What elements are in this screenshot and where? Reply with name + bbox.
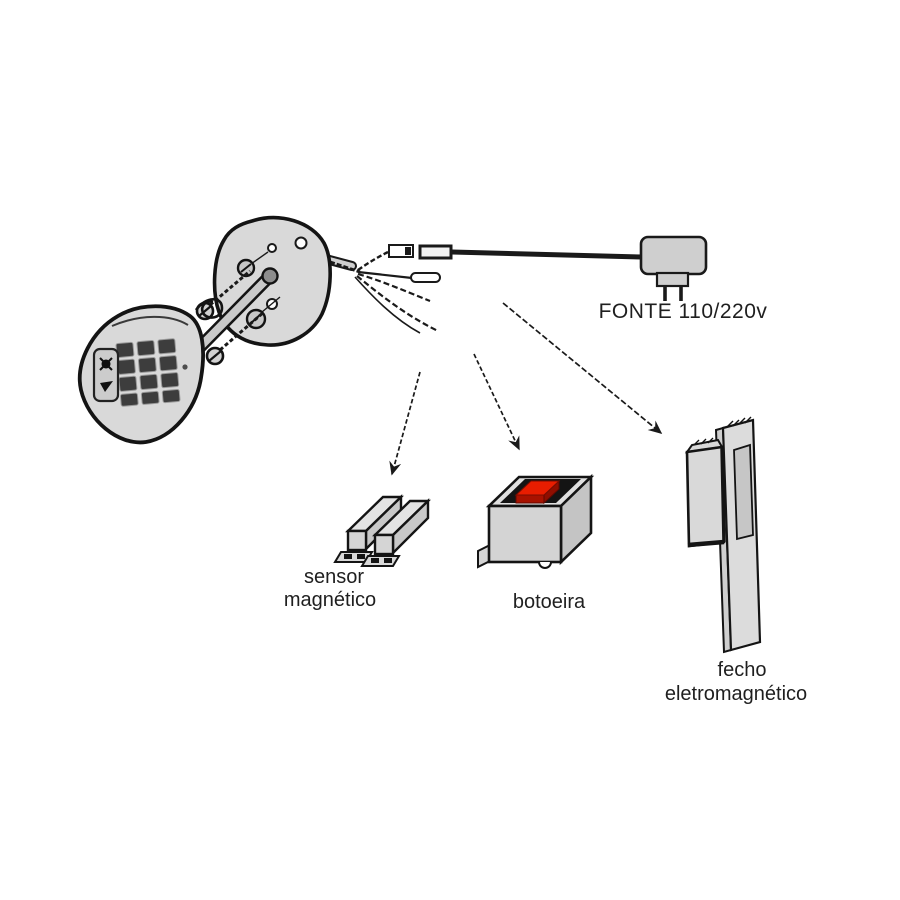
- sensor-base-foot: [344, 554, 352, 559]
- swivel-arm: [194, 267, 279, 353]
- sensor-base-plate: [360, 555, 401, 567]
- arm-fill: [197, 275, 271, 350]
- wire-lug: [357, 270, 413, 280]
- lock-label-line2: eletromagnético: [665, 683, 807, 705]
- screw-shaft-2: [219, 310, 265, 352]
- arm-nut: [261, 267, 279, 285]
- screw-axis-line-1: [250, 251, 269, 265]
- adapter-neck: [655, 271, 690, 288]
- key: [158, 355, 178, 372]
- key-symbol-icon: [99, 357, 113, 371]
- arrow-to-lock: [502, 302, 663, 434]
- arrow-to-sensor: [389, 371, 421, 476]
- red-button-top: [514, 480, 561, 496]
- hinge-curl: [194, 297, 224, 319]
- magnetic-sensor: sensor magnético: [284, 494, 431, 611]
- wire-bundle: [329, 260, 361, 274]
- adapter-body: [639, 235, 708, 276]
- wiring-harness: [317, 244, 645, 334]
- push-button-label: botoeira: [513, 591, 586, 613]
- button-box-front: [487, 504, 563, 564]
- sensor-bar-front: [373, 533, 395, 556]
- sensor-label-line2: magnético: [284, 589, 376, 611]
- screw-slot-2: [208, 350, 222, 362]
- keypad-keys: [115, 338, 181, 407]
- washer-slot-1: [240, 263, 252, 273]
- power-adapter: FONTE 110/220v: [599, 235, 768, 323]
- keypad-side-panel: [92, 347, 120, 403]
- sensor-bar-front: [346, 529, 368, 552]
- screw-axis-line-2: [261, 296, 281, 313]
- key: [161, 388, 181, 404]
- lock-plate-recess: [733, 443, 754, 541]
- sensor-base-foot: [371, 558, 379, 563]
- lock-plate-hatch: [726, 416, 752, 428]
- keypad-ridge: [111, 315, 189, 327]
- lock-body-front: [685, 445, 726, 548]
- red-button-front: [515, 494, 545, 504]
- led-indicator: [182, 364, 188, 370]
- sensor-base-foot: [384, 558, 392, 563]
- power-adapter-label: FONTE 110/220v: [599, 300, 768, 323]
- key: [137, 356, 157, 374]
- screw-slot-1: [198, 305, 212, 317]
- pointer-arrows: [389, 302, 663, 476]
- push-button-box: botoeira: [477, 473, 595, 613]
- sensor-bar-right: [360, 498, 431, 567]
- key: [118, 375, 138, 392]
- connector-plug-pin: [405, 247, 411, 255]
- button-box-notch: [538, 561, 552, 569]
- wire-loose-3: [354, 276, 421, 334]
- wire-loose-2: [356, 275, 439, 332]
- key: [139, 373, 159, 390]
- keypad-intercom: [77, 297, 224, 445]
- key: [157, 338, 177, 355]
- lock-body-bottom-edge: [687, 539, 725, 548]
- wire-lug-terminal: [410, 272, 441, 283]
- lock-body-hatch: [693, 437, 714, 446]
- lock-label-line1: fecho: [718, 659, 767, 681]
- arrow-to-button: [473, 353, 520, 451]
- key: [119, 392, 139, 407]
- backplate-keyhole: [267, 243, 277, 253]
- electromagnetic-lock: fecho eletromagnético: [665, 416, 807, 705]
- key: [160, 372, 180, 389]
- wire-power: [357, 250, 389, 271]
- key: [140, 390, 160, 405]
- power-cable: [449, 249, 645, 260]
- sensor-base-foot: [357, 554, 365, 559]
- connector-socket: [418, 244, 453, 260]
- key: [136, 340, 156, 357]
- unlock-symbol-icon: [100, 381, 113, 392]
- sensor-label-line1: sensor: [304, 566, 364, 588]
- lock-body-right-edge: [720, 446, 726, 543]
- wire-loose-1: [357, 272, 431, 303]
- backplate-hole-top: [294, 236, 308, 250]
- key: [117, 358, 136, 375]
